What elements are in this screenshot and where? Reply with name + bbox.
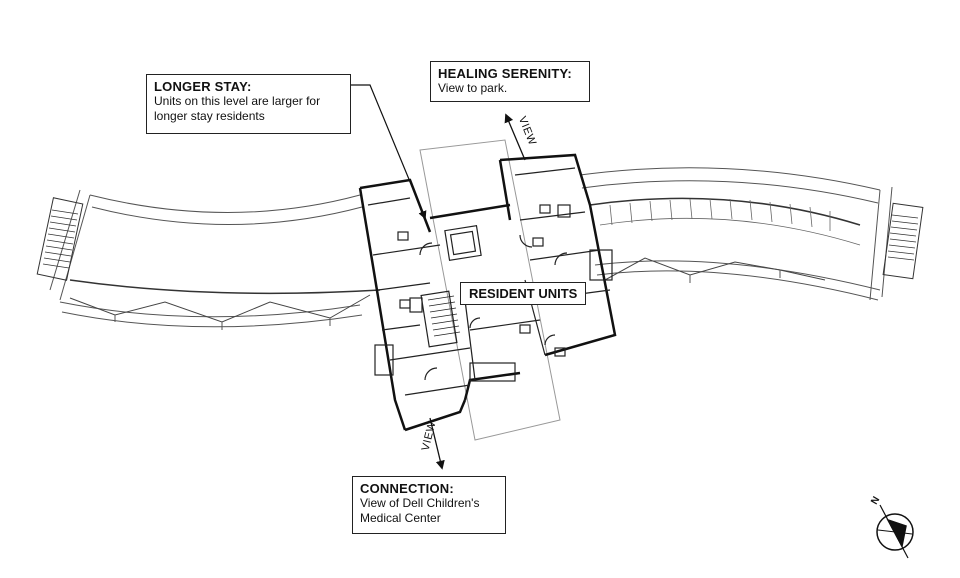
left-wing (49, 189, 381, 330)
longer-stay-leader (350, 84, 427, 220)
longer-stay-title: LONGER STAY: (154, 79, 252, 94)
view-arrow-top (504, 113, 526, 161)
longer-stay-body: Units on this level are larger for longe… (154, 94, 321, 123)
healing-serenity-callout: HEALING SERENITY: View to park. (430, 61, 590, 102)
longer-stay-callout: LONGER STAY: Units on this level are lar… (146, 74, 351, 134)
connection-callout: CONNECTION: View of Dell Children's Medi… (352, 476, 506, 534)
interior-walls (367, 167, 613, 396)
connection-body: View of Dell Children's Medical Center (360, 496, 480, 525)
north-arrow-icon (876, 504, 914, 559)
right-wing (579, 167, 893, 301)
right-stair (882, 202, 924, 280)
resident-units-label: RESIDENT UNITS (460, 282, 587, 305)
healing-serenity-title: HEALING SERENITY: (438, 66, 572, 81)
healing-serenity-body: View to park. (438, 81, 508, 95)
corridor-outline (419, 139, 561, 441)
connection-title: CONNECTION: (360, 481, 454, 496)
left-stair (36, 197, 84, 281)
view-arrow-bottom (429, 417, 445, 470)
